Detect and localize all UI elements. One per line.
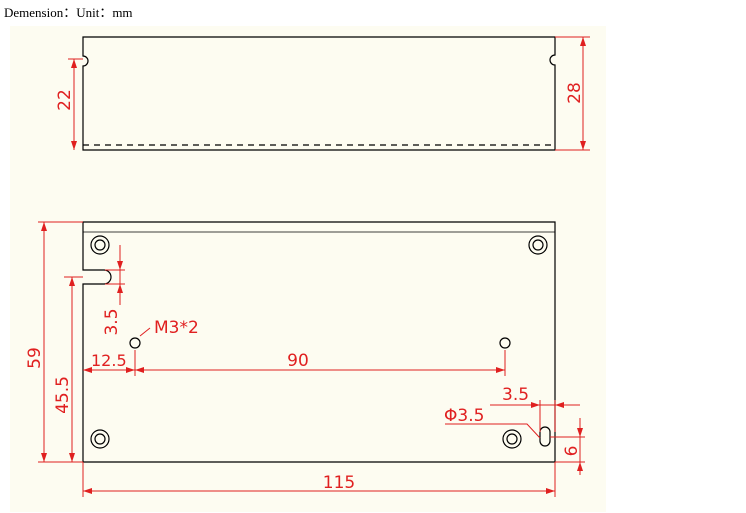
dim-45-5-label: 45.5 [53,376,73,414]
m3-hole-right [499,337,511,349]
dim-28-label: 28 [565,82,585,104]
corner-hole-top-left [90,235,110,255]
corner-hole-bottom-left [90,429,110,449]
slot-leader [445,423,541,439]
dim-115-label: 115 [323,473,355,493]
dim-90 [135,350,506,376]
dim-115 [82,462,556,497]
dim-90-label: 90 [287,351,309,371]
m3-hole-left [129,337,141,349]
dim-22 [68,58,83,150]
dim-6-label: 6 [562,446,582,457]
dim-59 [38,221,83,463]
dim-22-label: 22 [55,89,75,111]
dim-3-5-right [490,400,580,432]
plan-view [82,221,556,463]
corner-hole-top-right [528,235,548,255]
dim-59-label: 59 [25,347,45,369]
m3-leader [139,327,151,337]
page-caption: Demension：Unit：mm [4,5,133,20]
dim-3-5-left-label: 3.5 [102,308,122,335]
dim-45-5 [64,276,83,462]
dim-12-5 [83,350,136,376]
dim-3-5-right-label: 3.5 [502,385,529,405]
plan-view-outline [82,221,556,463]
corner-hole-bottom-right [502,429,522,449]
slot-callout: Φ3.5 [444,406,484,426]
dim-3-5-left [105,245,125,305]
m3-callout: M3*2 [154,318,199,338]
drawing-paper [10,26,606,512]
mounting-slot [539,426,551,447]
dim-28 [555,36,590,151]
dim-12-5-label: 12.5 [91,351,127,370]
dim-6 [550,418,585,475]
